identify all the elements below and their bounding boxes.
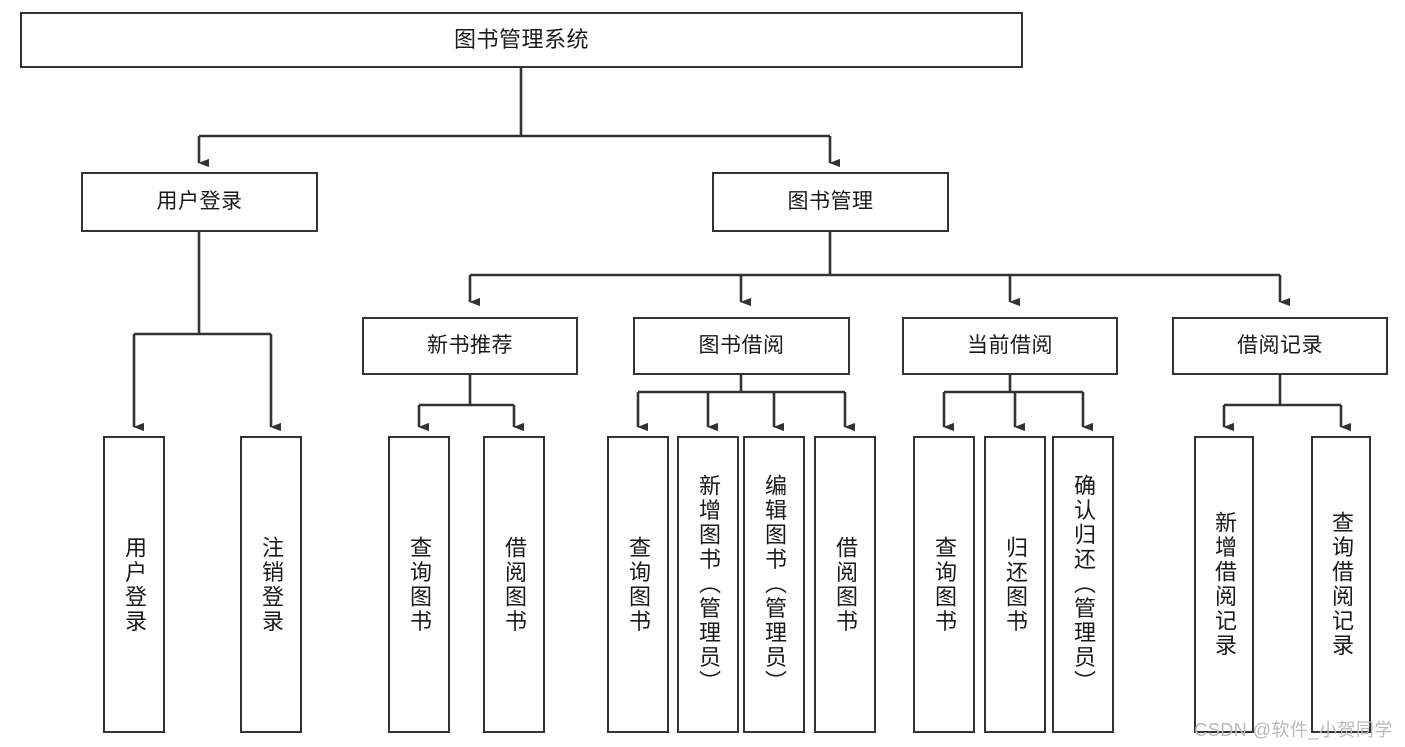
node-user-login[interactable]: 用户登录 [81, 172, 318, 232]
node-current-borrow[interactable]: 当前借阅 [902, 317, 1118, 375]
node-leaf-user-login[interactable]: 用户登录 [103, 436, 165, 733]
node-leaf-add-record[interactable]: 新增借阅记录 [1194, 436, 1254, 733]
node-leaf-return-book[interactable]: 归还图书 [984, 436, 1046, 733]
node-book-manage[interactable]: 图书管理 [712, 172, 949, 232]
node-leaf-add-record-label: 新增借阅记录 [1212, 511, 1237, 658]
node-leaf-add-book-label: 新增图书（管理员） [696, 474, 721, 695]
node-leaf-edit-book-label: 编辑图书（管理员） [762, 474, 787, 695]
node-leaf-query-book-1-label: 查询图书 [407, 535, 432, 634]
node-leaf-query-book-2-label: 查询图书 [626, 535, 651, 634]
node-leaf-borrow-book-2-label: 借阅图书 [833, 535, 858, 634]
node-current-borrow-label: 当前借阅 [967, 334, 1053, 358]
node-leaf-logout-login-label: 注销登录 [259, 535, 284, 634]
node-book-borrow-label: 图书借阅 [698, 334, 785, 358]
node-book-borrow[interactable]: 图书借阅 [633, 317, 850, 375]
node-leaf-query-record-label: 查询借阅记录 [1329, 511, 1354, 658]
node-leaf-query-record[interactable]: 查询借阅记录 [1311, 436, 1371, 733]
node-leaf-query-book-3-label: 查询图书 [932, 535, 957, 634]
node-new-book-rec[interactable]: 新书推荐 [362, 317, 578, 375]
node-root-label: 图书管理系统 [453, 26, 589, 52]
node-leaf-borrow-book-2[interactable]: 借阅图书 [814, 436, 876, 733]
node-borrow-record[interactable]: 借阅记录 [1172, 317, 1388, 375]
node-leaf-query-book-3[interactable]: 查询图书 [913, 436, 975, 733]
node-new-book-rec-label: 新书推荐 [427, 334, 513, 358]
node-user-login-label: 用户登录 [156, 190, 243, 214]
node-leaf-user-login-label: 用户登录 [122, 535, 147, 634]
node-leaf-borrow-book-1[interactable]: 借阅图书 [483, 436, 545, 733]
node-leaf-add-book[interactable]: 新增图书（管理员） [677, 436, 739, 733]
node-leaf-edit-book[interactable]: 编辑图书（管理员） [743, 436, 805, 733]
node-leaf-confirm-return-label: 确认归还（管理员） [1071, 474, 1096, 695]
node-leaf-logout-login[interactable]: 注销登录 [240, 436, 302, 733]
node-book-manage-label: 图书管理 [787, 190, 874, 214]
node-leaf-query-book-2[interactable]: 查询图书 [607, 436, 669, 733]
node-borrow-record-label: 借阅记录 [1237, 334, 1323, 358]
node-leaf-borrow-book-1-label: 借阅图书 [502, 535, 527, 634]
node-leaf-return-book-label: 归还图书 [1003, 535, 1028, 634]
node-leaf-query-book-1[interactable]: 查询图书 [388, 436, 450, 733]
node-root[interactable]: 图书管理系统 [20, 12, 1023, 68]
node-leaf-confirm-return[interactable]: 确认归还（管理员） [1052, 436, 1114, 733]
